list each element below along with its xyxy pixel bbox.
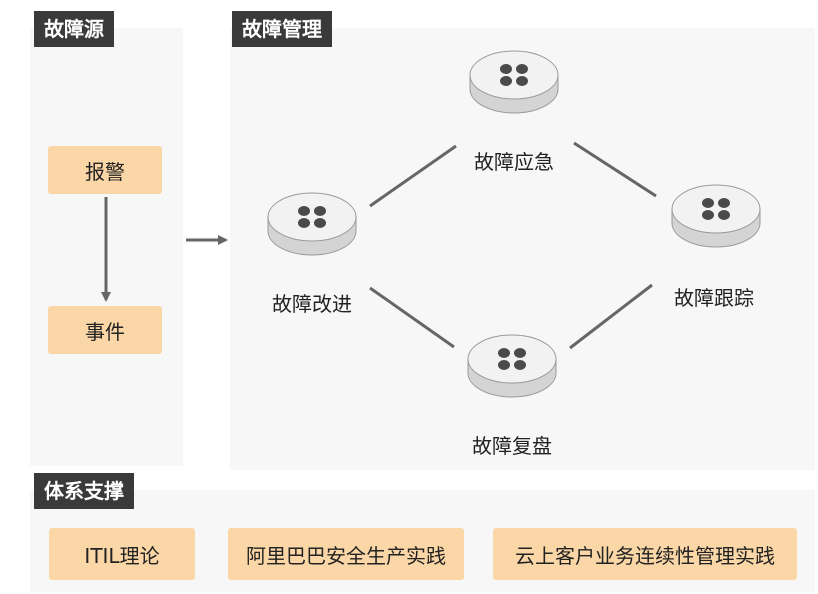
source-title: 故障源 — [34, 11, 114, 47]
cloud-bcm-practice-box: 云上客户业务连续性管理实践 — [493, 528, 797, 580]
support-title: 体系支撑 — [34, 473, 134, 509]
tracking-review-connector — [569, 283, 653, 350]
emergency-node-icon — [469, 50, 559, 114]
management-title: 故障管理 — [232, 11, 332, 47]
improve-node-icon — [267, 192, 357, 256]
tracking-node-icon — [671, 184, 761, 248]
improve-review-connector — [369, 286, 455, 349]
review-label: 故障复盘 — [472, 434, 552, 458]
itil-box: ITIL理论 — [49, 528, 195, 580]
alibaba-practice-box: 阿里巴巴安全生产实践 — [228, 528, 464, 580]
review-node-icon — [467, 334, 557, 398]
tracking-label: 故障跟踪 — [674, 286, 754, 310]
improve-emergency-connector — [369, 144, 457, 208]
emergency-label: 故障应急 — [474, 150, 554, 174]
improve-label: 故障改进 — [272, 292, 352, 316]
event-box: 事件 — [48, 306, 162, 354]
emergency-tracking-connector — [573, 141, 657, 198]
alarm-box: 报警 — [48, 146, 162, 194]
